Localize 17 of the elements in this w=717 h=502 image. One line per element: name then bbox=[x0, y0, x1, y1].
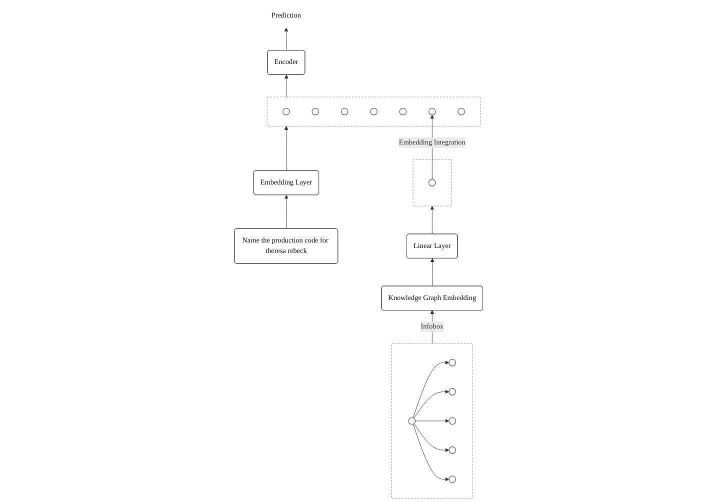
node-circle bbox=[312, 108, 319, 116]
node-circle bbox=[408, 417, 416, 425]
cluster bbox=[266, 96, 480, 126]
node-circle bbox=[282, 108, 290, 116]
node-circle bbox=[399, 108, 406, 116]
node-circle bbox=[457, 108, 465, 116]
node-circle bbox=[448, 417, 456, 425]
node-circle bbox=[448, 358, 456, 366]
node-circle bbox=[428, 179, 436, 186]
node-circle bbox=[448, 446, 456, 454]
node-circle bbox=[370, 108, 378, 116]
cluster bbox=[391, 343, 473, 499]
node-circle bbox=[448, 388, 456, 396]
cluster bbox=[412, 159, 452, 206]
node-circle bbox=[340, 108, 348, 116]
node-circle bbox=[448, 476, 456, 484]
node-circle bbox=[428, 108, 436, 116]
